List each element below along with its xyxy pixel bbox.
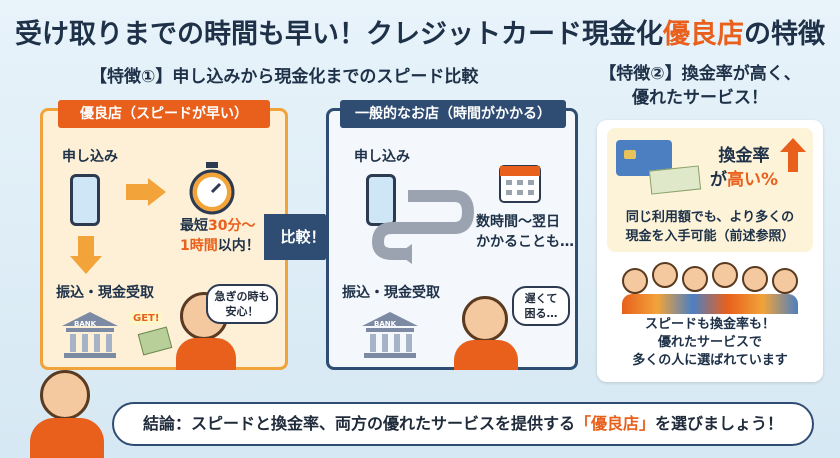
left-bubble: 急ぎの時も安心！ (206, 284, 278, 324)
rate-description: 同じ利用額でも、より多くの現金を入手可能（前述参照） (625, 210, 795, 244)
worried-person-avatar (462, 296, 508, 342)
card-chip-icon (624, 150, 636, 159)
get-label: GET! (130, 312, 163, 325)
slow-time-text: 数時間〜翌日かかることも… (476, 214, 574, 250)
presenter-avatar (40, 370, 90, 420)
conclusion-banner: 結論：スピードと換金率、両方の優れたサービスを提供する「優良店」を選びましょう！ (112, 402, 814, 446)
calendar-icon (499, 165, 541, 203)
left-apply-label: 申し込み (62, 149, 118, 165)
winding-arrow-icon (371, 190, 475, 264)
bank-icon (62, 312, 118, 358)
phone-icon (70, 174, 100, 226)
people-text: スピードも換金率も！優れたサービスで多くの人に選ばれています (632, 317, 788, 368)
feature2-heading: 【特徴②】換金率が高く、優れたサービス！ (599, 64, 801, 108)
mid-bubble: 遅くて困る… (512, 286, 570, 326)
bank-label-2: BANK (374, 320, 397, 328)
up-arrow-icon (780, 138, 806, 172)
bank-label: BANK (74, 320, 97, 328)
arrow-down-icon (78, 236, 94, 256)
stopwatch-icon (189, 162, 235, 215)
phone-icon-2 (366, 174, 396, 226)
worried-person-body (454, 340, 518, 370)
bank-icon-2 (362, 312, 418, 358)
fast-time-text: 最短30分〜 1時間以内！ (180, 218, 260, 254)
arrow-right-icon (126, 184, 148, 200)
normal-shop-ribbon: 一般的なお店（時間がかかる） (340, 100, 566, 128)
presenter-body (30, 418, 104, 458)
happy-person-body (176, 338, 236, 370)
arrow-down-head-icon (70, 256, 102, 274)
arrow-right-head-icon (148, 178, 166, 206)
mid-receive-label: 振込・現金受取 (342, 285, 440, 301)
mid-apply-label: 申し込み (354, 149, 410, 165)
fast-shop-ribbon: 優良店（スピードが早い） (58, 100, 270, 128)
feature1-heading: 【特徴①】申し込みから現金化までのスピード比較 (90, 67, 479, 87)
left-receive-label: 振込・現金受取 (56, 285, 154, 301)
rate-text: 換金率 が高い% (709, 146, 779, 190)
crowd-illustration (622, 262, 798, 314)
page-title: 受け取りまでの時間も早い！クレジットカード現金化優良店の特徴 (15, 19, 825, 50)
